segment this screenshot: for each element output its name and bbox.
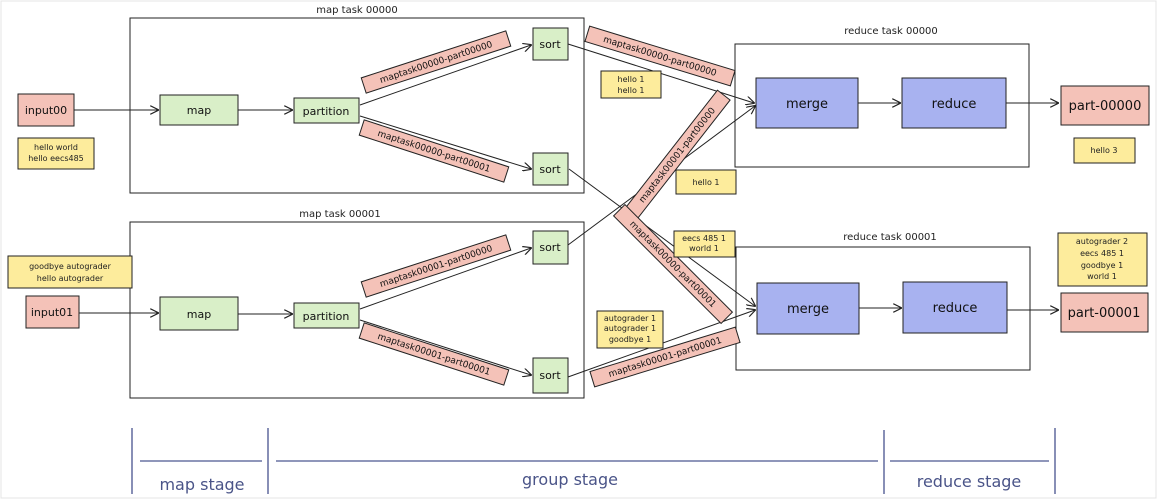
partition-node-0[interactable]: partition — [293, 97, 360, 124]
input00-box[interactable]: input00 — [17, 93, 75, 127]
map-task-00000: map task 00000 — [129, 5, 585, 194]
note-out1: autograder 2 eecs 485 1 goodbye 1 world … — [1057, 232, 1148, 287]
merge-node-1[interactable]: merge — [756, 282, 860, 335]
merge-node-0-label: merge — [786, 97, 828, 112]
reduce-task-00000: reduce task 00000 — [734, 26, 1030, 168]
file-m0p0[interactable]: maptask00000-part00000 — [360, 30, 512, 94]
map-stage-label: map stage — [159, 475, 244, 494]
svg-text:autograder 1: autograder 1 — [604, 314, 656, 323]
note-input01: goodbye autograder hello autograder — [7, 255, 133, 289]
file-m0p1-label: maptask00000-part00001 — [376, 129, 491, 175]
arrow-partition-to-sort-01 — [359, 115, 531, 169]
svg-text:hello 3: hello 3 — [1091, 146, 1118, 155]
svg-text:hello eecs485: hello eecs485 — [28, 154, 84, 163]
output-part-00001-label: part-00001 — [1068, 306, 1141, 321]
svg-text:eecs 485 1: eecs 485 1 — [1080, 249, 1124, 258]
sort-node-3-label: sort — [539, 369, 561, 382]
input01-label: input01 — [31, 306, 73, 319]
svg-text:hello 1: hello 1 — [618, 75, 645, 84]
note-merge0-b: hello 1 — [675, 169, 737, 195]
output-part-00001[interactable]: part-00001 — [1060, 292, 1149, 333]
file-m0p0-label: maptask00000-part00000 — [379, 40, 494, 86]
arrow-partition-to-sort-10 — [359, 248, 531, 310]
partition-node-1[interactable]: partition — [293, 302, 360, 329]
note-out0: hello 3 — [1073, 137, 1136, 164]
output-part-00000[interactable]: part-00000 — [1060, 85, 1150, 126]
arrow-sort-to-merge-1a — [568, 168, 755, 306]
arrow-partition-to-sort-11 — [359, 319, 531, 375]
reduce-task-00001-label: reduce task 00001 — [843, 232, 937, 243]
file-m0p1-shuffle[interactable]: maptask00000-part00001 — [612, 203, 734, 325]
reduce-node-0-label: reduce — [932, 97, 977, 112]
sort-node-1-label: sort — [539, 163, 561, 176]
reduce-node-1-label: reduce — [933, 301, 978, 316]
note-merge1-a: eecs 485 1 world 1 — [673, 230, 736, 258]
reduce-node-0[interactable]: reduce — [901, 77, 1007, 129]
svg-text:goodbye autograder: goodbye autograder — [29, 262, 111, 271]
note-merge1-b: autograder 1 autograder 1 goodbye 1 — [596, 310, 664, 349]
note-input00: hello world hello eecs485 — [17, 137, 95, 170]
sort-node-1[interactable]: sort — [532, 152, 569, 186]
file-m1p1[interactable]: maptask00001-part00001 — [358, 322, 510, 386]
file-m0p1[interactable]: maptask00000-part00001 — [358, 119, 510, 183]
svg-text:world 1: world 1 — [689, 244, 719, 253]
svg-text:autograder 1: autograder 1 — [604, 324, 656, 333]
partition-node-0-label: partition — [303, 105, 350, 118]
map-node-1[interactable]: map — [159, 296, 239, 331]
map-node-0[interactable]: map — [159, 94, 239, 126]
sort-node-0-label: sort — [539, 38, 561, 51]
map-task-00001: map task 00001 — [129, 209, 585, 399]
sort-node-2[interactable]: sort — [532, 230, 569, 265]
map-node-1-label: map — [187, 308, 211, 321]
map-node-0-label: map — [187, 104, 211, 117]
map-task-00001-label: map task 00001 — [299, 209, 380, 220]
input01-box[interactable]: input01 — [25, 295, 80, 329]
svg-text:goodbye 1: goodbye 1 — [1081, 261, 1123, 270]
sort-node-2-label: sort — [539, 241, 561, 254]
svg-text:eecs 485 1: eecs 485 1 — [682, 234, 726, 243]
stage-markers — [131, 428, 1056, 494]
svg-text:hello 1: hello 1 — [693, 178, 720, 187]
merge-node-0[interactable]: merge — [755, 77, 859, 129]
input00-label: input00 — [25, 104, 67, 117]
sort-node-0[interactable]: sort — [532, 27, 569, 61]
svg-text:hello autograder: hello autograder — [37, 274, 104, 283]
reduce-task-00001: reduce task 00001 — [735, 232, 1031, 371]
sort-node-3[interactable]: sort — [532, 357, 569, 394]
reduce-task-00000-label: reduce task 00000 — [844, 26, 938, 37]
svg-text:world 1: world 1 — [1087, 272, 1117, 281]
file-m1p1-label: maptask00001-part00001 — [376, 332, 491, 378]
svg-text:goodbye 1: goodbye 1 — [609, 335, 651, 344]
file-m1p0[interactable]: maptask00001-part00000 — [360, 234, 512, 298]
map-task-00000-label: map task 00000 — [316, 5, 397, 16]
merge-node-1-label: merge — [787, 302, 829, 317]
reduce-node-1[interactable]: reduce — [902, 281, 1008, 334]
svg-text:autograder 2: autograder 2 — [1076, 237, 1128, 246]
note-merge0-a: hello 1 hello 1 — [600, 70, 662, 99]
file-m1p0-shuffle[interactable]: maptask00001-part00000 — [623, 89, 731, 221]
arrow-partition-to-sort-00 — [359, 45, 531, 106]
reduce-stage-label: reduce stage — [917, 472, 1022, 491]
svg-text:hello 1: hello 1 — [618, 86, 645, 95]
group-stage-label: group stage — [522, 470, 618, 489]
output-part-00000-label: part-00000 — [1069, 99, 1142, 114]
partition-node-1-label: partition — [303, 310, 350, 323]
svg-text:hello world: hello world — [34, 143, 78, 152]
